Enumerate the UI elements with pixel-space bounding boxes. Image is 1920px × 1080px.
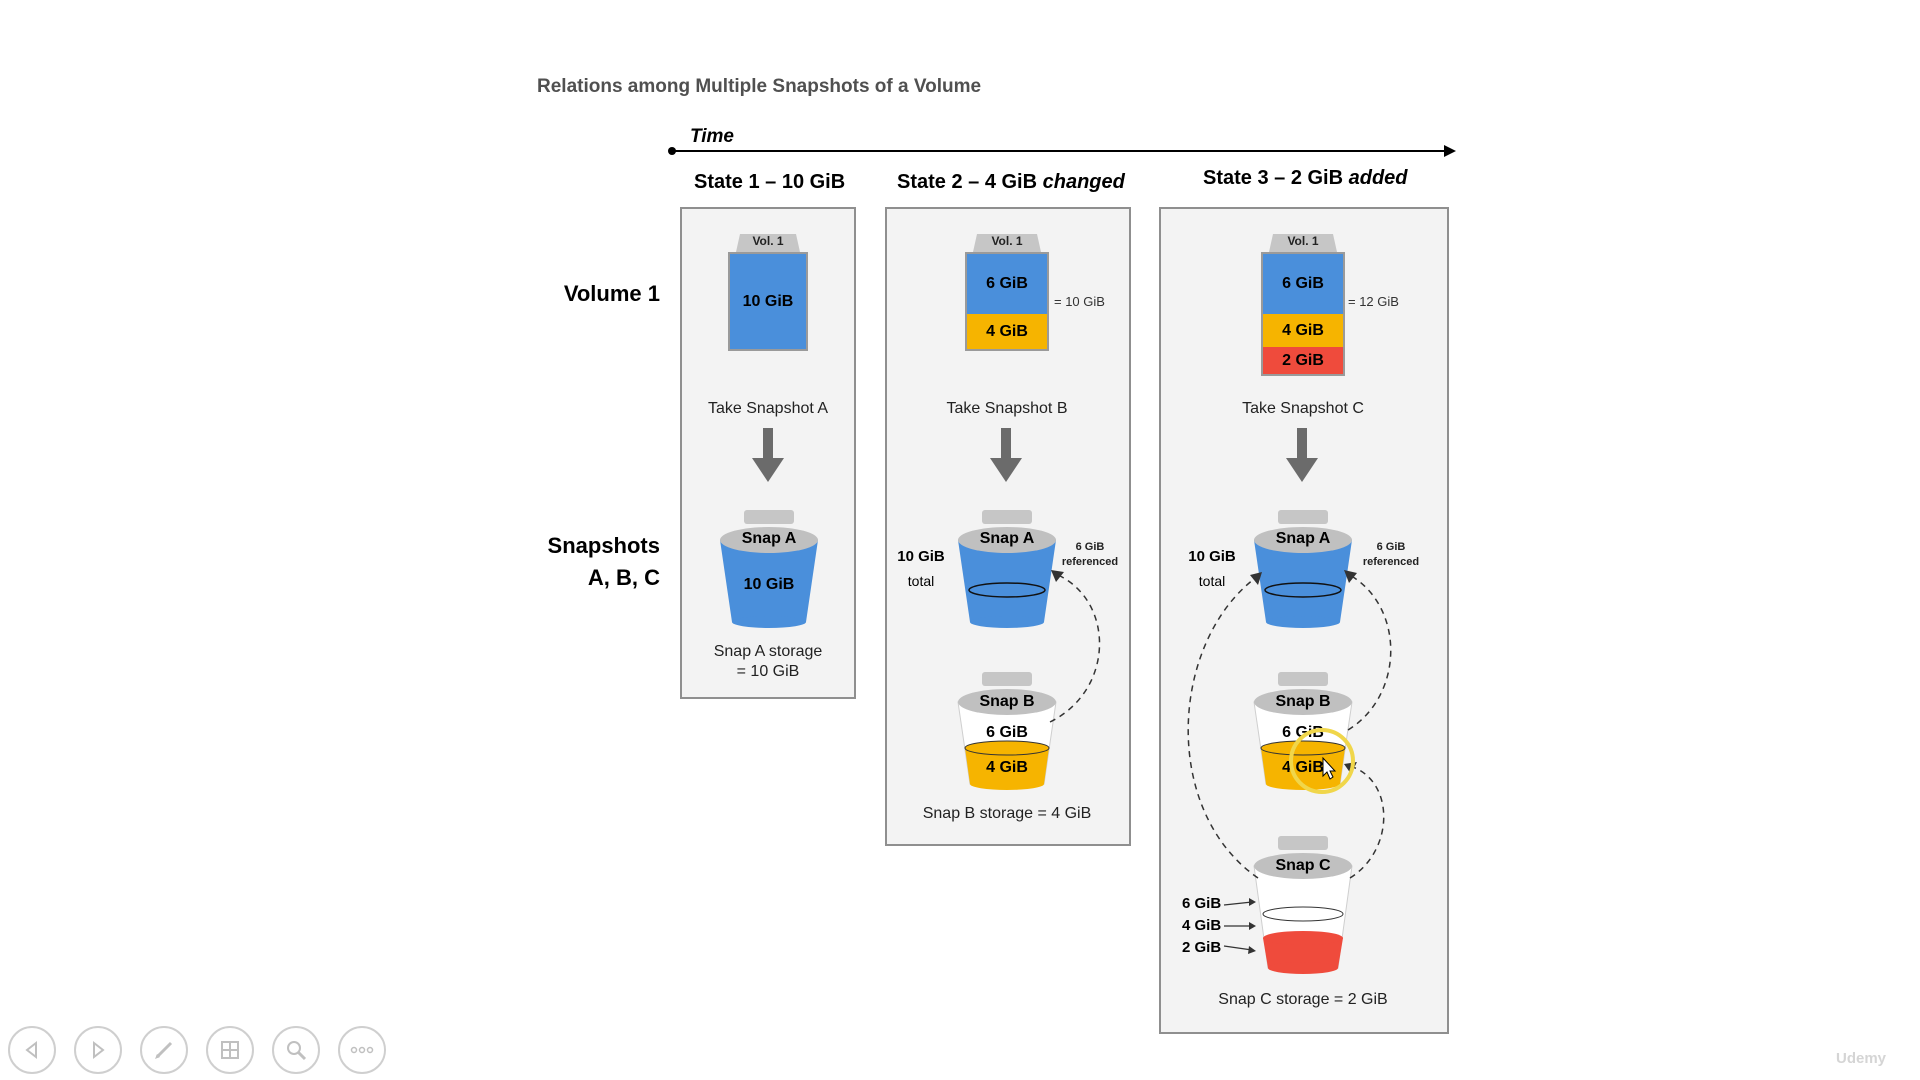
state3-header: State 3 – 2 GiB added [1203,167,1408,189]
cursor-highlight [1289,728,1355,794]
slides-icon[interactable] [206,1026,254,1074]
take-snapshot-b: Take Snapshot B [946,400,1068,417]
snap-a-label: Snap A [979,530,1035,547]
total-label: 10 GiB total [1188,548,1236,589]
volume-box: 6 GiB 4 GiB [965,252,1049,351]
snap-b-label: Snap B [979,693,1035,710]
snap-b-bucket [957,672,1057,790]
pen-icon[interactable] [140,1026,188,1074]
state1-header: State 1 – 10 GiB [694,171,846,193]
snap-a-label: Snap A [741,530,797,547]
size-pointer-arrows [1223,898,1256,954]
segment-4gib: 4 GiB [1263,314,1343,347]
snap-b-label: Snap B [1275,693,1331,710]
snap-a-bucket [720,510,818,628]
segment-4gib: 4 GiB [967,314,1047,349]
segment-6gib: 6 GiB [1263,254,1343,314]
take-snapshot-c: Take Snapshot C [1242,400,1364,417]
volume-sum: = 10 GiB [1054,294,1105,309]
snap-c-size-labels: 6 GiB 4 GiB 2 GiB [1182,895,1222,956]
referenced-label: 6 GiB referenced [1362,541,1420,568]
vol-cap [1269,234,1337,252]
snap-b-storage: Snap B storage = 4 GiB [922,805,1092,822]
volume-box: 6 GiB 4 GiB 2 GiB [1261,252,1345,376]
total-label: 10 GiB total [897,548,945,589]
segment-2gib: 2 GiB [1263,347,1343,374]
snap-c-storage: Snap C storage = 2 GiB [1218,991,1388,1008]
segment-10gib: 10 GiB [730,254,806,349]
volume-sum: = 12 GiB [1348,294,1399,309]
snap-c-label: Snap C [1275,857,1331,874]
volume-box: 10 GiB [728,252,808,351]
reference-arrow [1049,570,1101,723]
time-label: Time [690,126,735,147]
snap-b-top: 6 GiB [986,724,1028,741]
vol-cap [973,234,1041,252]
snap-a-content: 10 GiB [743,576,795,593]
down-arrow-icon [752,428,784,482]
referenced-label: 6 GiB referenced [1061,541,1119,568]
snap-a-bucket [958,510,1056,628]
snap-a-storage: Snap A storage = 10 GiB [713,643,823,680]
down-arrow-icon [990,428,1022,482]
snap-a-bucket [1254,510,1352,628]
time-axis [668,145,1456,157]
watermark-logo: Udemy [1836,1050,1887,1067]
snap-c-bucket [1253,836,1353,974]
segment-6gib: 6 GiB [967,254,1047,314]
next-icon[interactable] [74,1026,122,1074]
row-label-snapshots: Snapshots A, B, C [547,533,660,590]
snap-b-bottom: 4 GiB [986,759,1028,776]
snap-b-top: 6 GiB [1282,724,1324,741]
previous-icon[interactable] [8,1026,56,1074]
snap-a-label: Snap A [1275,530,1331,547]
page-title: Relations among Multiple Snapshots of a … [537,76,982,97]
state2-header: State 2 – 4 GiB changed [897,171,1125,193]
more-icon[interactable] [338,1026,386,1074]
take-snapshot-a: Take Snapshot A [707,400,829,417]
down-arrow-icon [1286,428,1318,482]
row-label-volume: Volume 1 [563,281,660,306]
zoom-icon[interactable] [272,1026,320,1074]
vol-cap [736,234,800,252]
